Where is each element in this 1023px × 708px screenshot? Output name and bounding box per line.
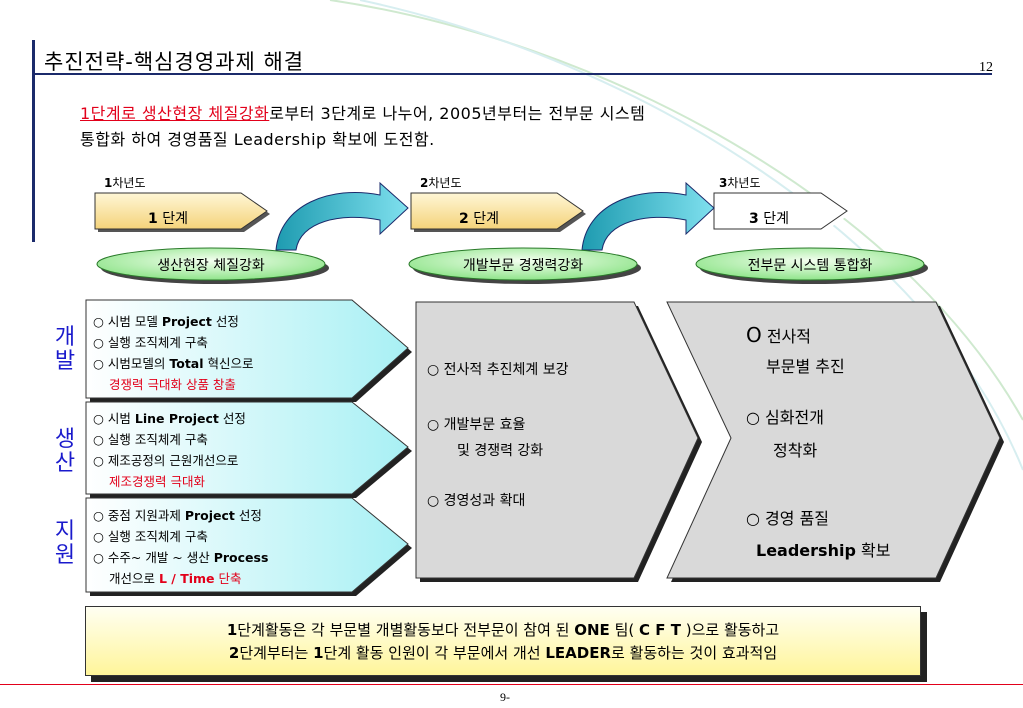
dev-item-3: ○ 시범모델의 Total 혁신으로 (93, 356, 254, 371)
bottom-line-2: 2단계부터는 1단계 활동 인원이 각 부문에서 개선 LEADER로 활동하는… (228, 644, 778, 662)
stage-goal-2: 개발부문 경쟁력강화 (462, 258, 584, 274)
right-item-3: ○ 경영 품질 (746, 509, 830, 528)
support-item-1: ○ 중점 지원과제 Project 선정 (93, 508, 262, 523)
prod-items: ○ 시범 Line Project 선정 ○ 실행 조직체계 구축 ○ 제조공정… (93, 408, 246, 492)
year-label-1: 1차년도 (104, 176, 146, 190)
chevron-dev (85, 299, 409, 399)
intro-highlight: 1단계로 생산현장 체질강화 (80, 104, 270, 123)
page-number: 12 (979, 60, 993, 75)
support-items: ○ 중점 지원과제 Project 선정 ○ 실행 조직체계 구축 ○ 수주~ … (93, 505, 268, 589)
dev-items: ○ 시범 모델 Project 선정 ○ 실행 조직체계 구축 ○ 시범모델의 … (93, 311, 254, 395)
curved-arrow-1 (275, 181, 409, 251)
right-item-2: ○ 심화전개 (746, 408, 824, 427)
right-item-3-cont: Leadership 확보 (756, 541, 891, 560)
support-item-2: ○ 실행 조직체계 구축 (93, 529, 208, 544)
chevron-right (666, 301, 1001, 579)
page-title: 추진전략-핵심경영과제 해결 (44, 50, 305, 74)
prod-item-2: ○ 실행 조직체계 구축 (93, 432, 208, 447)
stage-diagram (94, 181, 928, 284)
footer-rule (0, 684, 1023, 685)
right-item-1-cont: 부문별 추진 (766, 357, 845, 376)
chevron-prod (85, 401, 409, 495)
dev-item-3-cont: 경쟁력 극대화 상품 창출 (109, 377, 236, 392)
support-item-3-cont: 개선으로 L / Time 단축 (109, 571, 242, 586)
prod-item-3: ○ 제조공정의 근원개선으로 (93, 453, 239, 468)
right-item-2-cont: 정착화 (773, 441, 818, 460)
dev-item-2: ○ 실행 조직체계 구축 (93, 335, 208, 350)
support-item-3: ○ 수주~ 개발 ~ 생산 Process (93, 550, 269, 565)
intro-line-1: 1단계로 생산현장 체질강화로부터 3단계로 나누어, 2005년부터는 전부문… (80, 104, 646, 123)
year-label-3: 3차년도 (719, 176, 761, 190)
bottom-summary-box (85, 606, 921, 676)
main-chevrons (85, 299, 1004, 596)
middle-item-2: ○ 개발부문 효율 (427, 417, 526, 433)
header-vertical-bar (32, 40, 35, 242)
chevron-middle (415, 301, 699, 579)
stage-label-1: 1 단계 (148, 211, 188, 227)
stage-goal-3: 전부문 시스템 통합화 (747, 258, 873, 274)
prod-item-3-cont: 제조경쟁력 극대화 (109, 474, 205, 489)
year-label-2: 2차년도 (420, 176, 462, 190)
stage-label-2: 2 단계 (459, 211, 499, 227)
intro-line-2: 통합화 하여 경영품질 Leadership 확보에 도전함. (80, 130, 435, 149)
curved-arrow-2 (581, 181, 715, 251)
bottom-line-1: 1단계활동은 각 부문별 개별활동보다 전부문이 참여 된 ONE 팀( C F… (226, 621, 780, 639)
middle-item-1: ○ 전사적 추진체계 보강 (427, 362, 569, 378)
prod-item-1: ○ 시범 Line Project 선정 (93, 411, 246, 426)
chevron-support (85, 497, 409, 593)
stage-oval-1 (96, 247, 326, 281)
right-item-1: O 전사적 (746, 323, 811, 347)
stage-oval-3 (695, 247, 925, 281)
stage-oval-2 (408, 247, 638, 281)
middle-item-3: ○ 경영성과 확대 (427, 493, 526, 509)
middle-item-2-cont: 및 경쟁력 강화 (457, 443, 544, 459)
stage-label-3: 3 단계 (749, 211, 789, 227)
footer-page-label: 9- (500, 690, 510, 704)
header-rule (32, 73, 992, 75)
dev-item-1: ○ 시범 모델 Project 선정 (93, 314, 239, 329)
stage-goal-1: 생산현장 체질강화 (157, 258, 265, 274)
